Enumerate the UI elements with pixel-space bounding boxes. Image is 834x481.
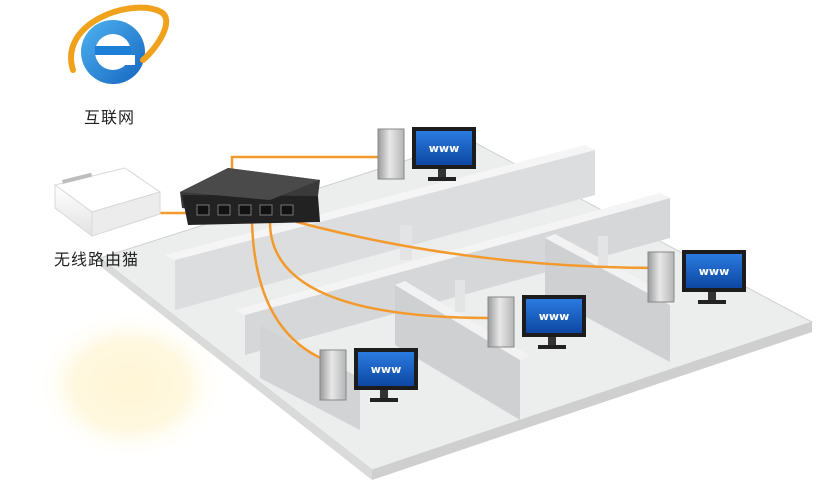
floor-edge-left xyxy=(100,258,372,480)
glow-decoration xyxy=(35,310,225,460)
screen-text: www xyxy=(699,265,730,278)
screen-text: www xyxy=(539,310,570,323)
computer-tower xyxy=(647,251,675,303)
wall-back-top xyxy=(165,145,595,260)
desktop-computer-icon: www xyxy=(377,127,476,181)
partition-2-top xyxy=(545,234,680,305)
partition-2 xyxy=(545,238,670,362)
pillar xyxy=(455,280,465,312)
floor-edge xyxy=(372,322,812,480)
screen-text: www xyxy=(371,363,402,376)
network-switch-icon xyxy=(180,168,320,225)
desktop-computer-icon: www xyxy=(487,295,586,349)
internet-explorer-icon xyxy=(68,4,170,84)
computer-tower xyxy=(487,296,515,348)
modem-label: 无线路由猫 xyxy=(54,250,140,269)
monitor-screen xyxy=(686,254,742,288)
monitor-screen xyxy=(526,299,582,333)
internet-label: 互联网 xyxy=(84,108,136,127)
partition-1 xyxy=(395,285,520,420)
cable-switch-to-computer-3 xyxy=(268,220,502,320)
monitor-screen xyxy=(358,352,414,386)
cable-switch-to-computer-2 xyxy=(295,220,662,270)
monitor-screen xyxy=(416,131,472,165)
pillar xyxy=(400,225,412,260)
computer-tower xyxy=(377,128,405,180)
wall-back xyxy=(175,150,595,310)
pillar xyxy=(598,236,608,266)
wireless-router-modem-icon xyxy=(53,167,162,238)
desktop-computer-icon: www xyxy=(319,348,418,402)
desktop-computer-icon: www xyxy=(647,250,746,304)
computer-tower xyxy=(319,349,347,401)
partition-3 xyxy=(260,325,360,430)
switch-ports xyxy=(196,204,294,216)
cable-switch-to-computer-4 xyxy=(250,220,327,362)
screen-text: www xyxy=(429,142,460,155)
wall-middle xyxy=(245,198,670,355)
